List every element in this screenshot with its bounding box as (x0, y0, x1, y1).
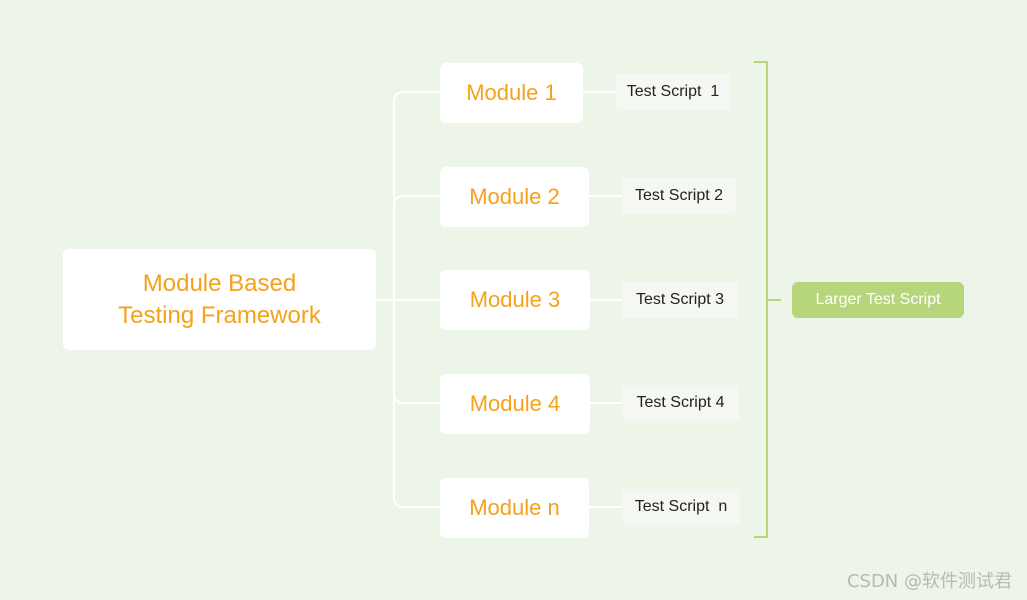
module-node-1: Module 1 (440, 63, 583, 123)
module-node-n: Module n (440, 478, 589, 538)
branch-module-1 (393, 91, 440, 103)
test-script-label: Test Script 4 (636, 394, 725, 411)
module-node-3: Module 3 (440, 270, 590, 330)
test-script-3: Test Script 3 (622, 282, 738, 318)
larger-test-script-label: Larger Test Script (815, 291, 941, 308)
module-label: Module 4 (469, 391, 561, 416)
branch-module-4 (393, 392, 440, 404)
module-label: Module 1 (466, 80, 557, 105)
root-node: Module Based Testing Framework (63, 249, 376, 350)
branch-trunk (393, 102, 440, 508)
test-script-2: Test Script 2 (622, 178, 736, 214)
branch-module-2 (393, 195, 440, 207)
test-script-label: Test Script n (634, 498, 728, 515)
test-script-1: Test Script 1 (616, 74, 730, 110)
test-script-label: Test Script 3 (635, 291, 725, 308)
test-script-label: Test Script 1 (626, 83, 720, 100)
watermark: CSDN @软件测试君 (846, 571, 1012, 592)
test-script-label: Test Script 2 (634, 187, 724, 204)
module-label: Module 3 (469, 287, 561, 312)
larger-test-script-node: Larger Test Script (792, 282, 964, 318)
module-label: Module 2 (469, 184, 560, 209)
module-node-4: Module 4 (440, 374, 590, 434)
root-label-line2: Testing Framework (118, 301, 321, 329)
test-script-4: Test Script 4 (622, 385, 739, 421)
root-label-line1: Module Based (142, 269, 297, 297)
test-script-n: Test Script n (622, 489, 740, 525)
module-label: Module n (469, 495, 560, 520)
module-node-2: Module 2 (440, 167, 589, 227)
bracket (754, 61, 768, 538)
